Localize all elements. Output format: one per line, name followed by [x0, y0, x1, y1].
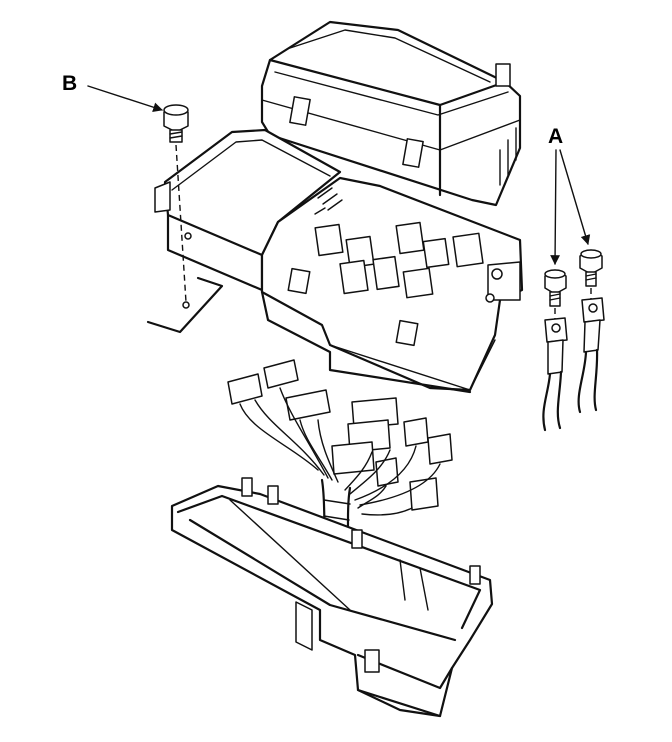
fuse-box-main-body — [154, 128, 524, 394]
bolt-b-alignment-line — [175, 144, 187, 303]
battery-cable-left — [542, 317, 568, 432]
fuse-box-lower-tray — [170, 477, 494, 718]
bolt-a-right — [579, 249, 603, 287]
bolt-b — [163, 104, 189, 143]
callout-b-arrow — [87, 85, 163, 112]
callout-a-arrow-right — [559, 149, 591, 245]
bolt-a-left — [544, 269, 567, 307]
callout-a: A — [548, 125, 591, 265]
battery-cable-right — [577, 297, 605, 414]
callout-b-label: B — [62, 72, 77, 95]
mounting-bracket — [146, 276, 224, 334]
callout-a-label: A — [548, 125, 563, 148]
callout-a-arrow-left — [550, 149, 560, 265]
fuse-box-top-cover — [260, 20, 522, 207]
callout-b: B — [62, 72, 163, 112]
